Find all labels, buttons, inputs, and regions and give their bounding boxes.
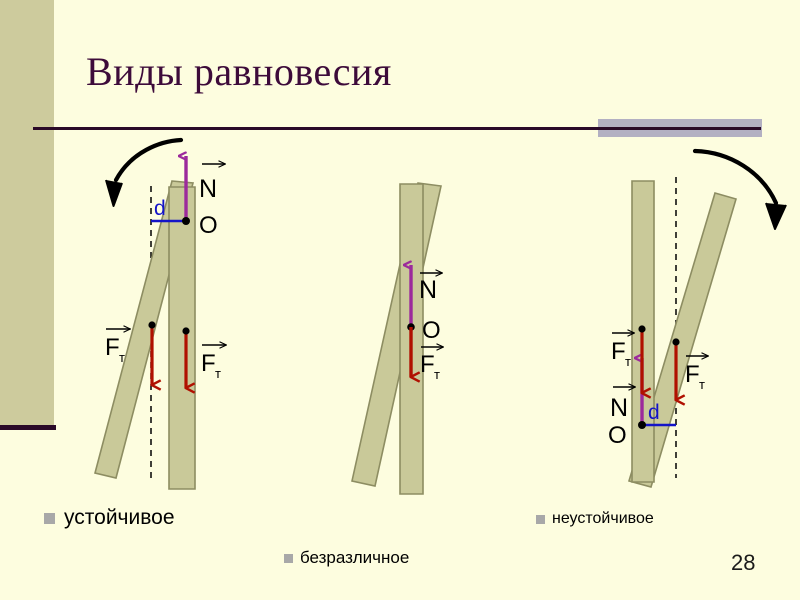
normal-force-label: N	[199, 175, 217, 203]
distance-label: d	[648, 401, 660, 424]
page-number: 28	[731, 550, 756, 575]
gravity-label-tilted-sub: т	[119, 350, 125, 365]
gravity-label-upright: F	[201, 350, 216, 377]
gravity-label-upright-sub: т	[215, 366, 221, 381]
gravity-label-upright: F	[611, 338, 626, 365]
page-title: Виды равновесия	[86, 49, 392, 94]
pivot-label: O	[608, 422, 627, 449]
gravity-label-tilted: F	[105, 334, 120, 361]
diagram-unstable: d O N F т F т	[608, 148, 787, 488]
caption-neutral-label: безразличное	[300, 548, 410, 567]
distance-label: d	[154, 197, 166, 220]
pivot-label: O	[422, 317, 441, 344]
caption-unstable: неустойчивое	[536, 510, 654, 528]
caption-stable: устойчивое	[44, 506, 175, 530]
center-of-mass-marker-upright	[638, 325, 646, 333]
rotation-arrow-ccw-icon	[105, 137, 184, 207]
center-of-mass-marker-upright	[182, 327, 190, 335]
gravity-label-sub: т	[434, 367, 440, 382]
center-of-mass-marker-tilted	[148, 321, 156, 329]
normal-force-label: N	[419, 276, 437, 304]
upright-bar	[168, 186, 196, 490]
normal-force-label: N	[610, 394, 628, 422]
pivot-label: O	[199, 212, 218, 239]
bullet-square-icon	[44, 512, 55, 524]
tilted-bar	[627, 192, 737, 488]
pivot-point-marker	[182, 217, 190, 225]
sidebar-decoration-band	[0, 0, 54, 425]
gravity-label-tilted: F	[685, 361, 700, 388]
gravity-label-tilted-sub: т	[699, 377, 705, 392]
diagram-neutral: N O F т	[351, 182, 443, 495]
title-divider-rule	[33, 127, 761, 130]
pivot-point-marker	[638, 421, 646, 429]
caption-unstable-label: неустойчивое	[552, 510, 654, 527]
center-of-mass-marker-tilted	[672, 338, 680, 346]
bullet-square-icon	[284, 553, 293, 563]
sidebar-underline-rule	[0, 425, 56, 430]
diagram-stable: d O N F т F т	[94, 137, 226, 490]
rotation-arrow-cw-icon	[692, 148, 787, 230]
caption-stable-label: устойчивое	[64, 506, 175, 529]
gravity-label: F	[420, 351, 435, 378]
gravity-label-upright-sub: т	[625, 354, 631, 369]
bullet-square-icon	[536, 514, 545, 524]
caption-neutral: безразличное	[284, 548, 409, 568]
